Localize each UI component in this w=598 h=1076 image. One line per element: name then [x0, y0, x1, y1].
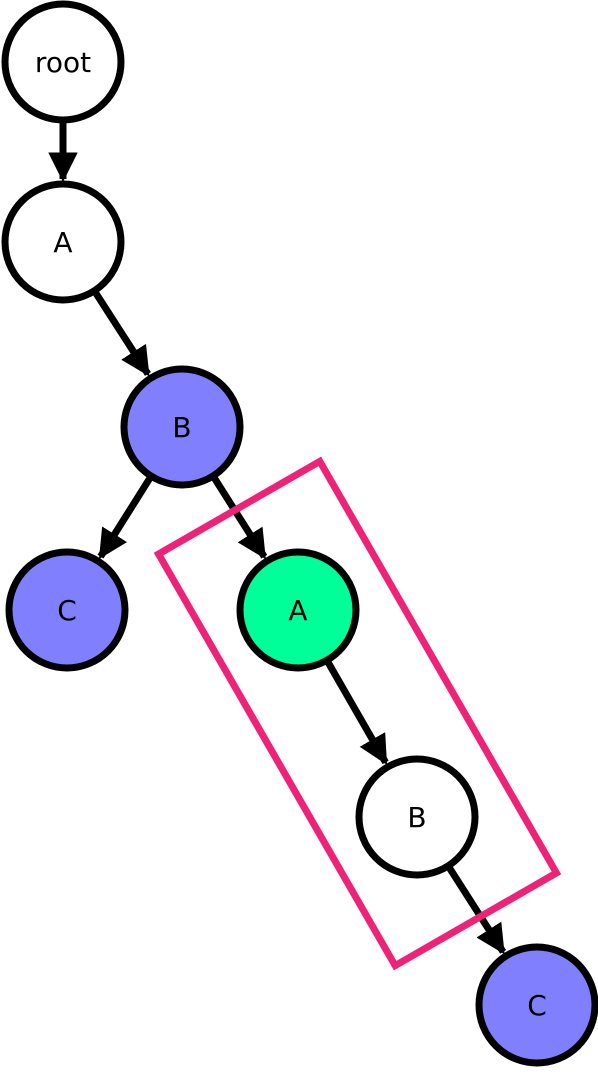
node-circle — [236, 548, 360, 672]
node-label: root — [35, 46, 91, 79]
edge-n-b2-to-n-c2 — [446, 865, 507, 955]
node-label: A — [53, 226, 72, 259]
node-label: C — [57, 594, 77, 627]
node-label: C — [527, 989, 547, 1022]
edges-layer — [48, 122, 507, 955]
tree-node-a2: A — [236, 548, 360, 672]
tree-node-c1: C — [5, 548, 129, 672]
tree-node-root: root — [1, 0, 125, 124]
tree-node-a1: A — [1, 180, 125, 304]
node-circle — [1, 0, 125, 124]
node-label: B — [172, 411, 191, 444]
node-circle — [5, 548, 129, 672]
highlight-layer — [153, 456, 562, 971]
edge-n-a2-to-n-b2 — [324, 660, 389, 765]
node-circle — [120, 365, 244, 489]
highlight-box — [153, 456, 562, 971]
edge-n-b1-to-n-c1 — [97, 475, 154, 560]
edge-n-a1-to-n-b1 — [92, 290, 151, 377]
node-circle — [355, 755, 479, 879]
tree-node-b2: B — [355, 755, 479, 879]
tree-node-b1: B — [120, 365, 244, 489]
node-label: A — [288, 594, 307, 627]
node-circle — [1, 180, 125, 304]
tree-node-c2: C — [475, 943, 598, 1067]
node-label: B — [407, 801, 426, 834]
node-circle — [475, 943, 598, 1067]
edge-n-b1-to-n-a2 — [211, 475, 268, 560]
